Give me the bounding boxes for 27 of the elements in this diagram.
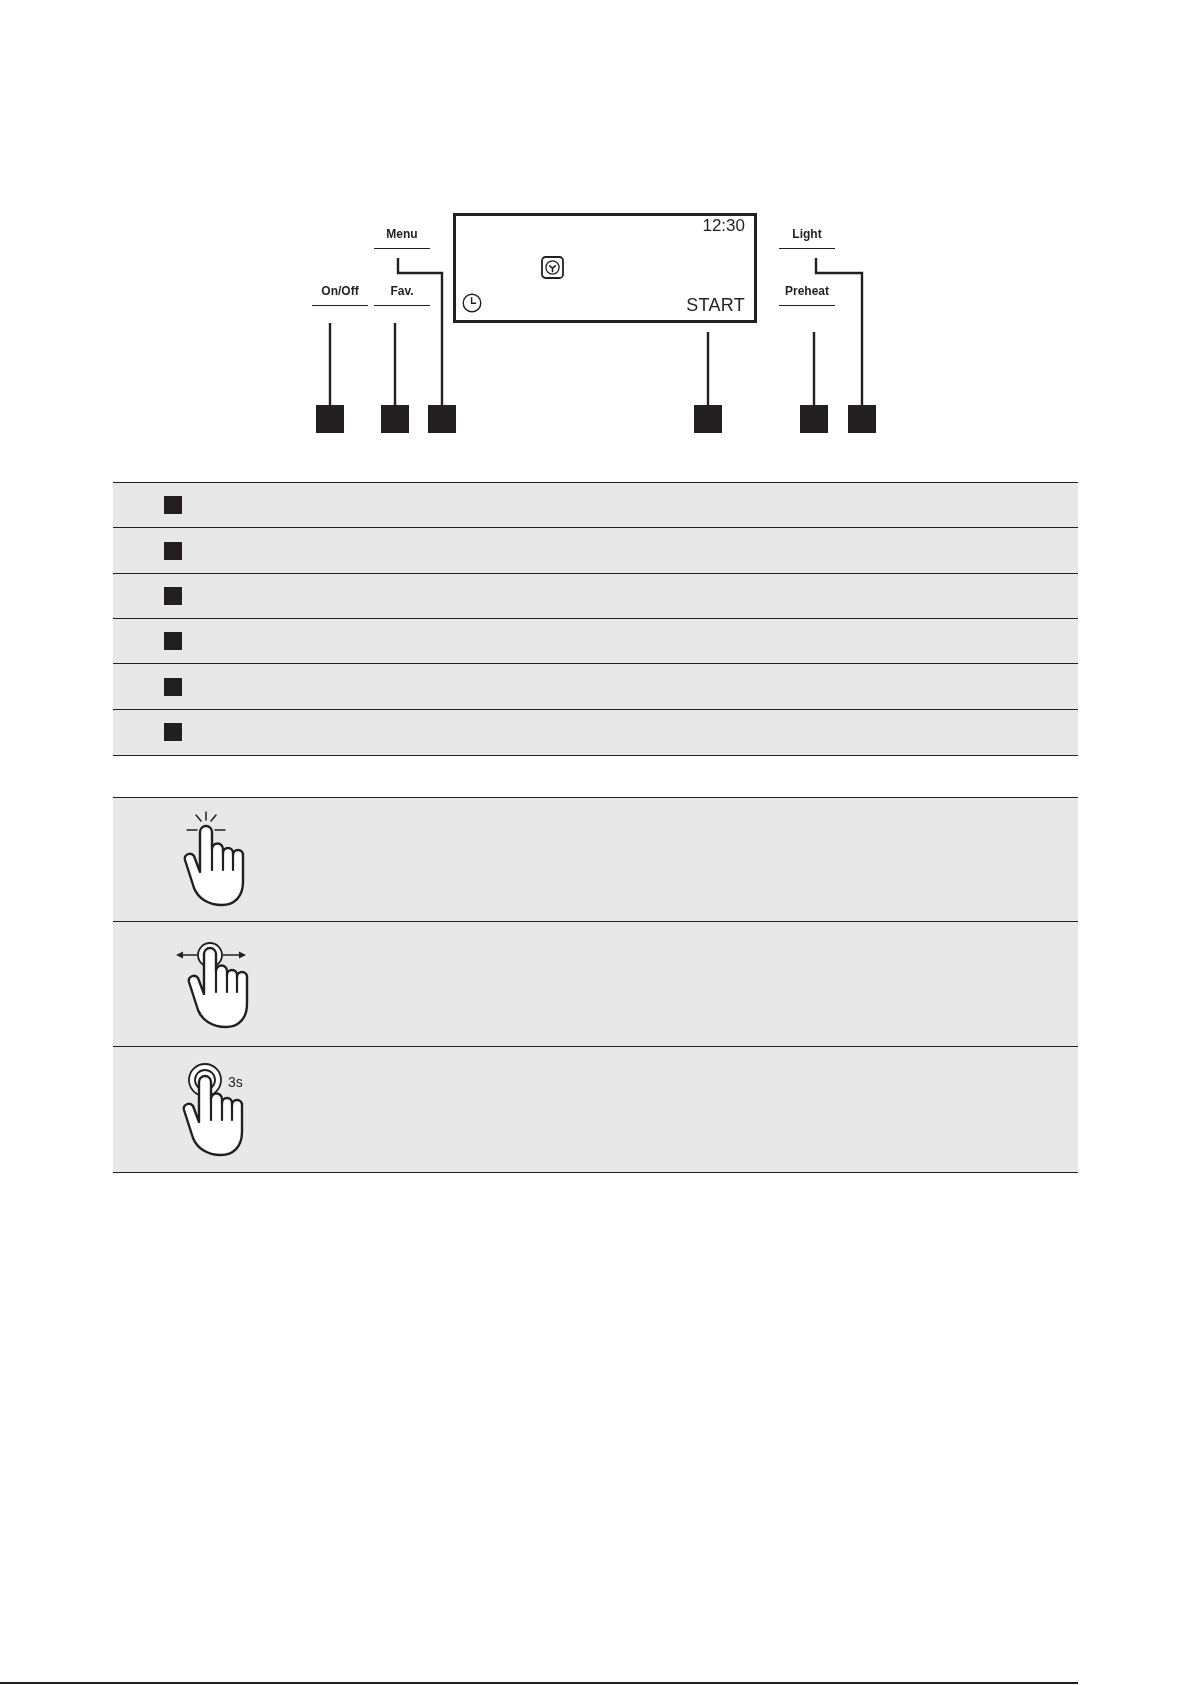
callout-marker xyxy=(428,405,456,433)
leader-line xyxy=(812,332,816,405)
leader-line xyxy=(328,323,332,405)
control-label: Preheat xyxy=(779,283,835,306)
callout-marker xyxy=(164,496,182,514)
callout-marker xyxy=(316,405,344,433)
duration-label: 3s xyxy=(228,1074,243,1090)
callout-marker xyxy=(694,405,722,433)
callout-marker xyxy=(381,405,409,433)
leader-line xyxy=(396,258,444,405)
control-label: Fav. xyxy=(374,283,430,306)
callout-marker xyxy=(164,542,182,560)
callout-marker xyxy=(164,678,182,696)
control-label: On/Off xyxy=(312,283,368,306)
time-readout: 12:30 xyxy=(702,217,745,235)
leader-line xyxy=(393,323,397,405)
leader-line xyxy=(706,332,710,405)
callout-marker xyxy=(164,723,182,741)
start-text: START xyxy=(686,295,745,315)
display-panel xyxy=(453,213,757,323)
leader-line xyxy=(814,258,864,405)
callout-marker xyxy=(848,405,876,433)
callout-marker xyxy=(164,632,182,650)
control-label: Light xyxy=(779,226,835,249)
callout-marker xyxy=(164,587,182,605)
control-label: Menu xyxy=(374,226,430,249)
callout-marker xyxy=(800,405,828,433)
